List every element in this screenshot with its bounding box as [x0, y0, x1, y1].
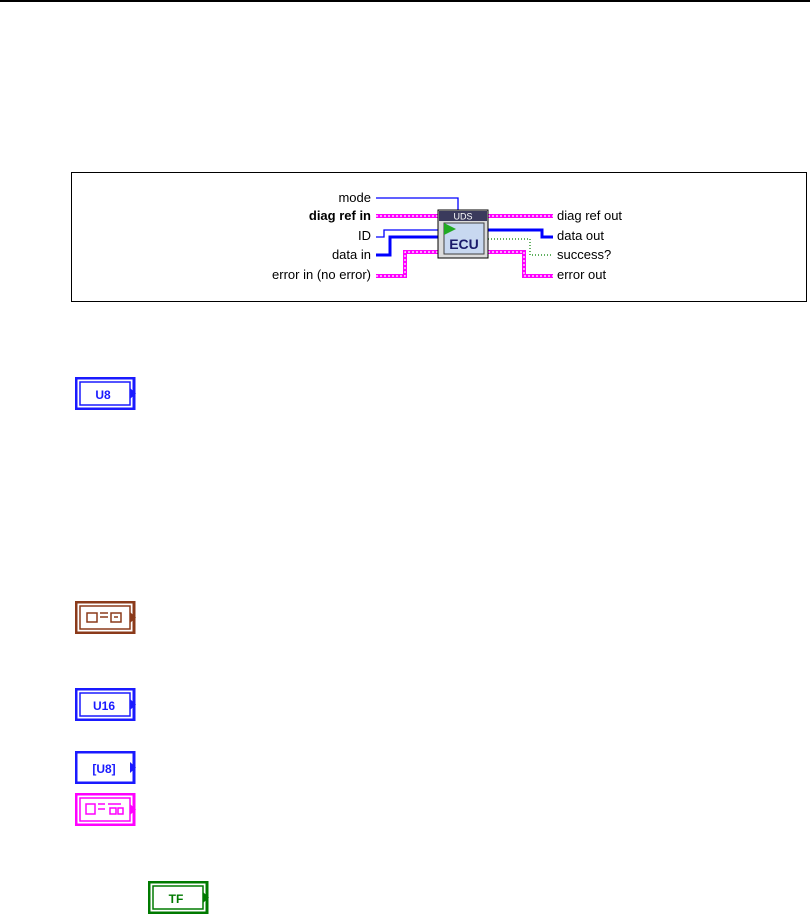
label-mode: mode	[338, 190, 371, 205]
top-rule	[0, 0, 810, 2]
label-diag-ref-out: diag ref out	[557, 208, 622, 223]
play-arrow-icon	[444, 223, 456, 235]
vi-icon-body: ECU	[449, 236, 479, 252]
label-data-in: data in	[332, 247, 371, 262]
terminal-id-u16: U16	[75, 688, 139, 721]
terminal-success-boolean: TF	[148, 881, 212, 914]
label-success: success?	[557, 247, 611, 262]
terminal-data-in-array: [U8]	[75, 751, 139, 784]
terminal-diag-ref-cluster	[75, 601, 139, 634]
terminal-success-label: TF	[169, 892, 184, 906]
wire-data-out	[488, 228, 553, 239]
connector-pane-svg: mode diag ref in ID data in error in (no…	[272, 190, 622, 282]
wire-error-out	[488, 250, 553, 278]
vi-icon-header: UDS	[453, 212, 472, 222]
terminal-mode-label: U8	[95, 388, 111, 402]
wire-id	[376, 229, 438, 238]
connector-pane: mode diag ref in ID data in error in (no…	[71, 172, 807, 302]
vi-icon[interactable]: UDS ECU	[437, 209, 489, 259]
label-error-out: error out	[557, 267, 607, 282]
label-diag-ref-in: diag ref in	[309, 208, 371, 223]
label-data-out: data out	[557, 228, 604, 243]
terminal-data-in-label: [U8]	[92, 762, 115, 776]
wire-data-in	[376, 235, 438, 257]
wire-success	[488, 238, 553, 256]
terminal-mode-u8: U8	[75, 377, 139, 410]
terminal-error-cluster	[75, 793, 139, 826]
label-error-in: error in (no error)	[272, 267, 371, 282]
terminal-id-label: U16	[93, 699, 115, 713]
wire-error-in	[376, 250, 438, 278]
label-id: ID	[358, 228, 371, 243]
wire-mode	[376, 197, 459, 210]
